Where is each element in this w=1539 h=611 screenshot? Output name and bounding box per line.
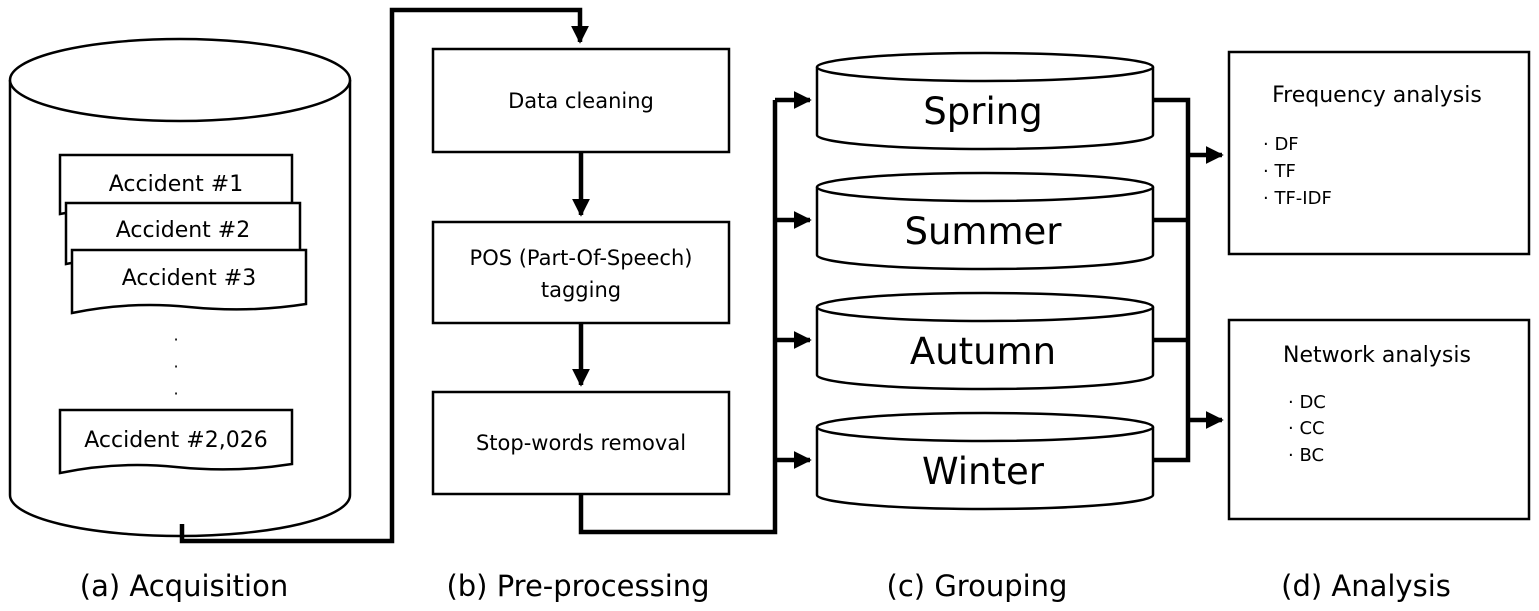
step-stopwords-removal: Stop-words removal [431,390,731,496]
season-label: Summer [905,210,1063,253]
network-analysis-box: Network analysis · DC · CC · BC [1227,318,1531,521]
season-cylinder-autumn: Autumn [815,291,1155,391]
document-accident-1: Accident #1 [58,153,294,216]
stage-caption-analysis: (d) Analysis [1281,569,1451,603]
document-label: Accident #1 [109,172,243,197]
document-label: Accident #2 [116,218,250,243]
frequency-analysis-box: Frequency analysis · DF · TF · TF-IDF [1227,50,1531,256]
step-label: Data cleaning [508,89,654,113]
analysis-item: · DC [1288,392,1326,413]
ellipsis-dots: · · · [173,330,178,403]
season-label: Winter [922,450,1045,493]
step-label: tagging [541,278,621,302]
svg-text:·: · [173,330,178,349]
step-data-cleaning: Data cleaning [431,47,731,154]
analysis-item: · BC [1288,445,1324,466]
season-label: Spring [923,90,1042,133]
svg-text:·: · [173,357,178,376]
connector-grouping-to-analysis [1153,97,1224,463]
season-cylinder-summer: Summer [815,171,1155,271]
analysis-item: · TF-IDF [1263,188,1332,209]
analysis-item: · DF [1263,134,1299,155]
document-accident-3: Accident #3 [70,248,308,315]
svg-text:·: · [173,384,178,403]
analysis-title: Network analysis [1283,343,1471,368]
season-label: Autumn [910,330,1056,373]
season-cylinder-spring: Spring [815,51,1155,151]
document-label: Accident #3 [122,266,256,291]
analysis-title: Frequency analysis [1272,83,1482,108]
step-label: Stop-words removal [476,431,686,455]
season-cylinder-winter: Winter [815,411,1155,511]
analysis-item: · TF [1263,161,1296,182]
stage-caption-preprocessing: (b) Pre-processing [446,569,709,603]
connector-acquisition-to-preprocessing [179,7,589,544]
document-label: Accident #2,026 [84,428,267,453]
step-label: POS (Part-Of-Speech) [470,246,693,270]
stage-caption-grouping: (c) Grouping [887,569,1068,603]
document-accident-last: Accident #2,026 [58,408,294,475]
step-pos-tagging: POS (Part-Of-Speech) tagging [431,220,731,325]
connector-preprocessing-to-grouping [578,91,812,535]
stage-caption-acquisition: (a) Acquisition [80,569,288,603]
analysis-item: · CC [1288,418,1325,439]
